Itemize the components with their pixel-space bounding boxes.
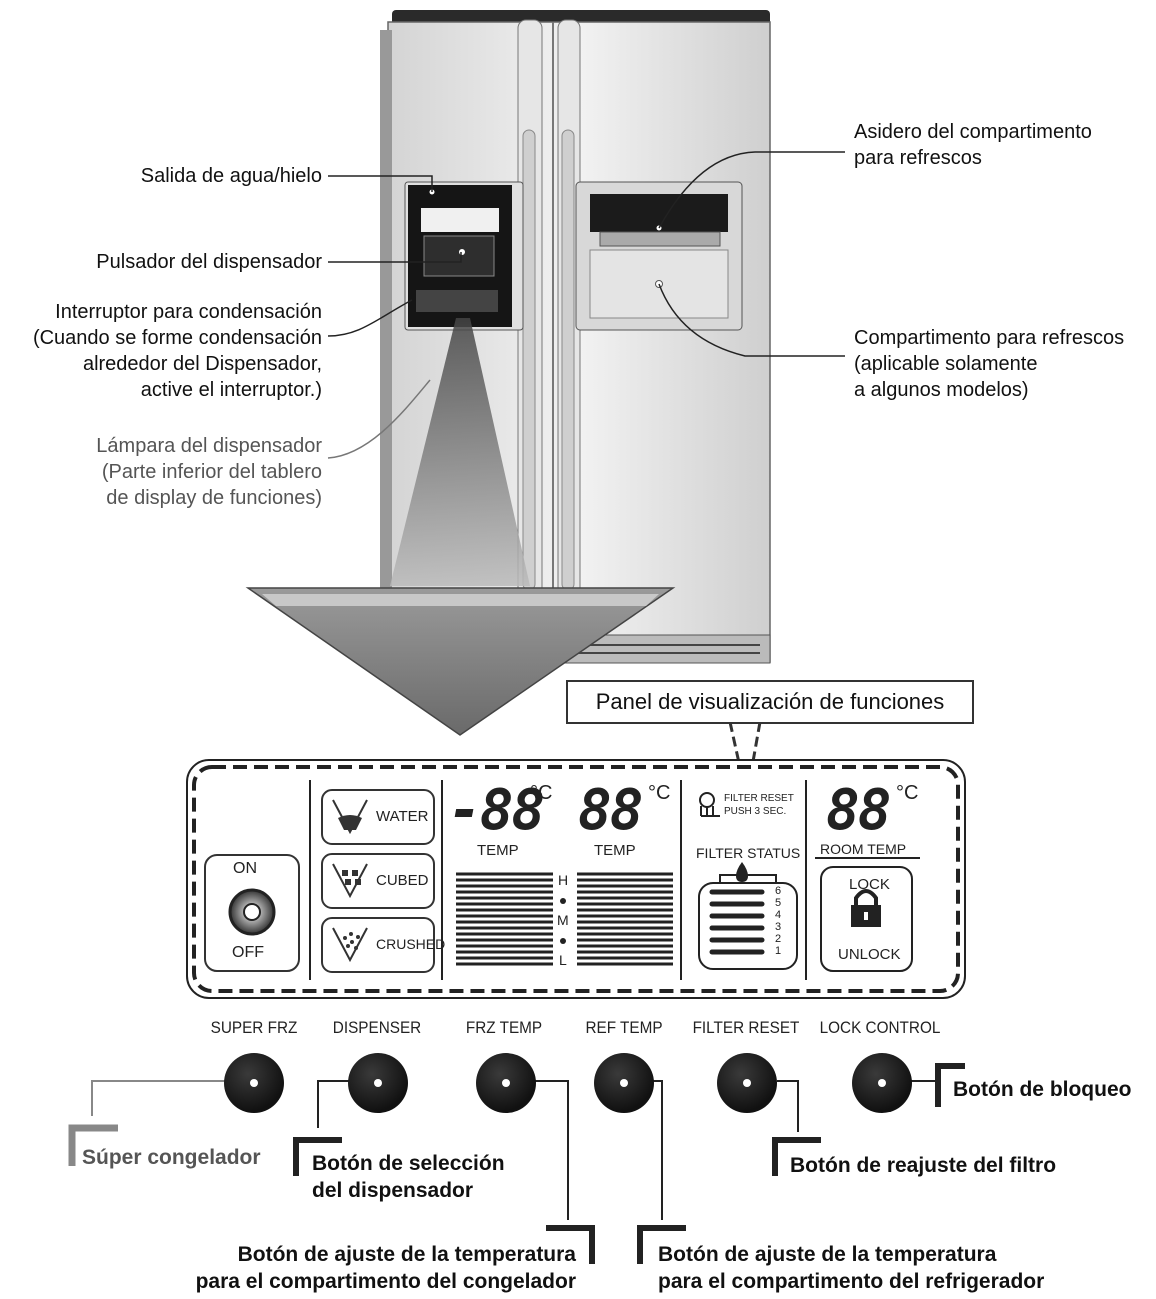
label-dispenser-lamp: Lámpara del dispensador <box>96 435 322 457</box>
level-dots <box>560 898 566 944</box>
lock-control-button[interactable] <box>852 1053 912 1113</box>
room-degree-c: °C <box>896 782 919 804</box>
label-dispenser-lamp-note-2: de display de funciones) <box>106 487 322 509</box>
lock-indicator <box>815 857 920 972</box>
lock-label: LOCK <box>849 876 890 893</box>
label-compartment-2: (aplicable solamente <box>854 353 1038 375</box>
button-label-lock-control: LOCK CONTROL <box>819 1018 941 1037</box>
water-label: WATER <box>376 808 429 825</box>
button-label-dispenser: DISPENSER <box>332 1018 422 1037</box>
callout-ref-adjust-2: para el compartimento del refrigerador <box>658 1270 1045 1293</box>
room-temp-digits: 88 <box>826 778 891 843</box>
level-m-label: M <box>557 912 569 928</box>
callout-super-freezer: Súper congelador <box>82 1146 261 1169</box>
super-frz-button[interactable] <box>224 1053 284 1113</box>
filter-reset-icon <box>699 792 720 817</box>
ref-temp-button[interactable] <box>594 1053 654 1113</box>
button-label-frz-temp: FRZ TEMP <box>465 1018 543 1037</box>
fridge-leader-lines <box>327 151 845 459</box>
filter-level-number: 5 <box>775 897 782 909</box>
big-down-arrow <box>245 587 676 736</box>
super-frz-on-label: ON <box>233 860 257 877</box>
filter-level-number: 6 <box>775 885 782 897</box>
fridge-temp-label: TEMP <box>594 842 636 859</box>
dispenser-recess <box>404 181 524 331</box>
callout-frz-adjust-2: para el compartimento del congelador <box>195 1270 576 1293</box>
callout-ref-adjust-1: Botón de ajuste de la temperatura <box>658 1243 997 1266</box>
level-l-label: L <box>559 952 567 968</box>
temp-level-bars <box>456 872 673 966</box>
callout-dispenser-select-1: Botón de selección <box>312 1152 505 1175</box>
level-h-label: H <box>558 872 569 888</box>
label-condensation-note-2: alrededor del Dispensador, <box>82 353 322 375</box>
callout-brackets <box>68 1063 965 1264</box>
button-label-super-frz: SUPER FRZ <box>210 1018 298 1037</box>
label-compartment-1: Compartimento para refrescos <box>854 327 1125 349</box>
callout-frz-adjust-1: Botón de ajuste de la temperatura <box>237 1243 576 1266</box>
super-frz-off-label: OFF <box>232 944 264 961</box>
cubed-icon <box>342 870 361 885</box>
dispenser-button[interactable] <box>348 1053 408 1113</box>
label-compartment-3: a algunos modelos) <box>854 379 1029 401</box>
callout-dispenser-select-2: del dispensador <box>312 1179 474 1202</box>
callout-lock-button: Botón de bloqueo <box>953 1078 1132 1101</box>
fridge-degree-c: °C <box>648 782 671 804</box>
label-handle-2: para refrescos <box>854 147 982 169</box>
label-condensation-note-3: active el interruptor.) <box>140 379 322 401</box>
filter-reset-text-1: FILTER RESET <box>724 793 794 804</box>
room-temp-label: ROOM TEMP <box>820 841 907 857</box>
filter-level-number: 2 <box>775 933 782 945</box>
unlock-label: UNLOCK <box>838 946 901 963</box>
panel-title: Panel de visualización de funciones <box>566 680 974 724</box>
button-label-filter-reset: FILTER RESET <box>692 1018 800 1037</box>
super-frz-indicator <box>204 854 300 972</box>
filter-level-number: 3 <box>775 921 782 933</box>
dispenser-mode-boxes <box>321 789 435 973</box>
display-panel-outer <box>186 759 966 999</box>
label-dispenser-pad: Pulsador del dispensador <box>96 251 322 273</box>
projection-beam <box>390 318 530 586</box>
callout-filter-reset-button: Botón de reajuste del filtro <box>790 1154 1057 1177</box>
crushed-label: CRUSHED <box>376 936 446 952</box>
label-water-ice-outlet: Salida de agua/hielo <box>140 165 322 187</box>
label-handle-1: Asidero del compartimento <box>854 121 1092 143</box>
freezer-temp-label: TEMP <box>477 842 519 859</box>
filter-status-gauge <box>698 862 798 970</box>
display-panel-inner <box>192 765 960 993</box>
button-leader-lines <box>91 1080 935 1220</box>
filter-status-label: FILTER STATUS <box>696 845 801 861</box>
freezer-degree-c: °C <box>530 782 553 804</box>
freezer-temp-digits: -88 <box>448 778 545 843</box>
water-icon <box>338 815 362 830</box>
label-condensation-switch: Interruptor para condensación <box>55 301 322 323</box>
filter-level-number: 4 <box>775 909 782 921</box>
crushed-icon <box>343 932 360 950</box>
panel-dividers <box>309 780 807 980</box>
frz-temp-button[interactable] <box>476 1053 536 1113</box>
refreshment-compartment <box>575 181 743 331</box>
label-dispenser-lamp-note-1: (Parte inferior del tablero <box>101 461 322 483</box>
filter-reset-text-2: PUSH 3 SEC. <box>724 806 787 817</box>
panel-connector <box>728 721 762 791</box>
fridge-temp-digits: 88 <box>578 778 643 843</box>
filter-level-number: 1 <box>775 945 782 957</box>
label-condensation-note-1: (Cuando se forme condensación <box>32 327 322 349</box>
cubed-label: CUBED <box>376 872 429 889</box>
button-label-ref-temp: REF TEMP <box>585 1018 663 1037</box>
filter-reset-button[interactable] <box>717 1053 777 1113</box>
